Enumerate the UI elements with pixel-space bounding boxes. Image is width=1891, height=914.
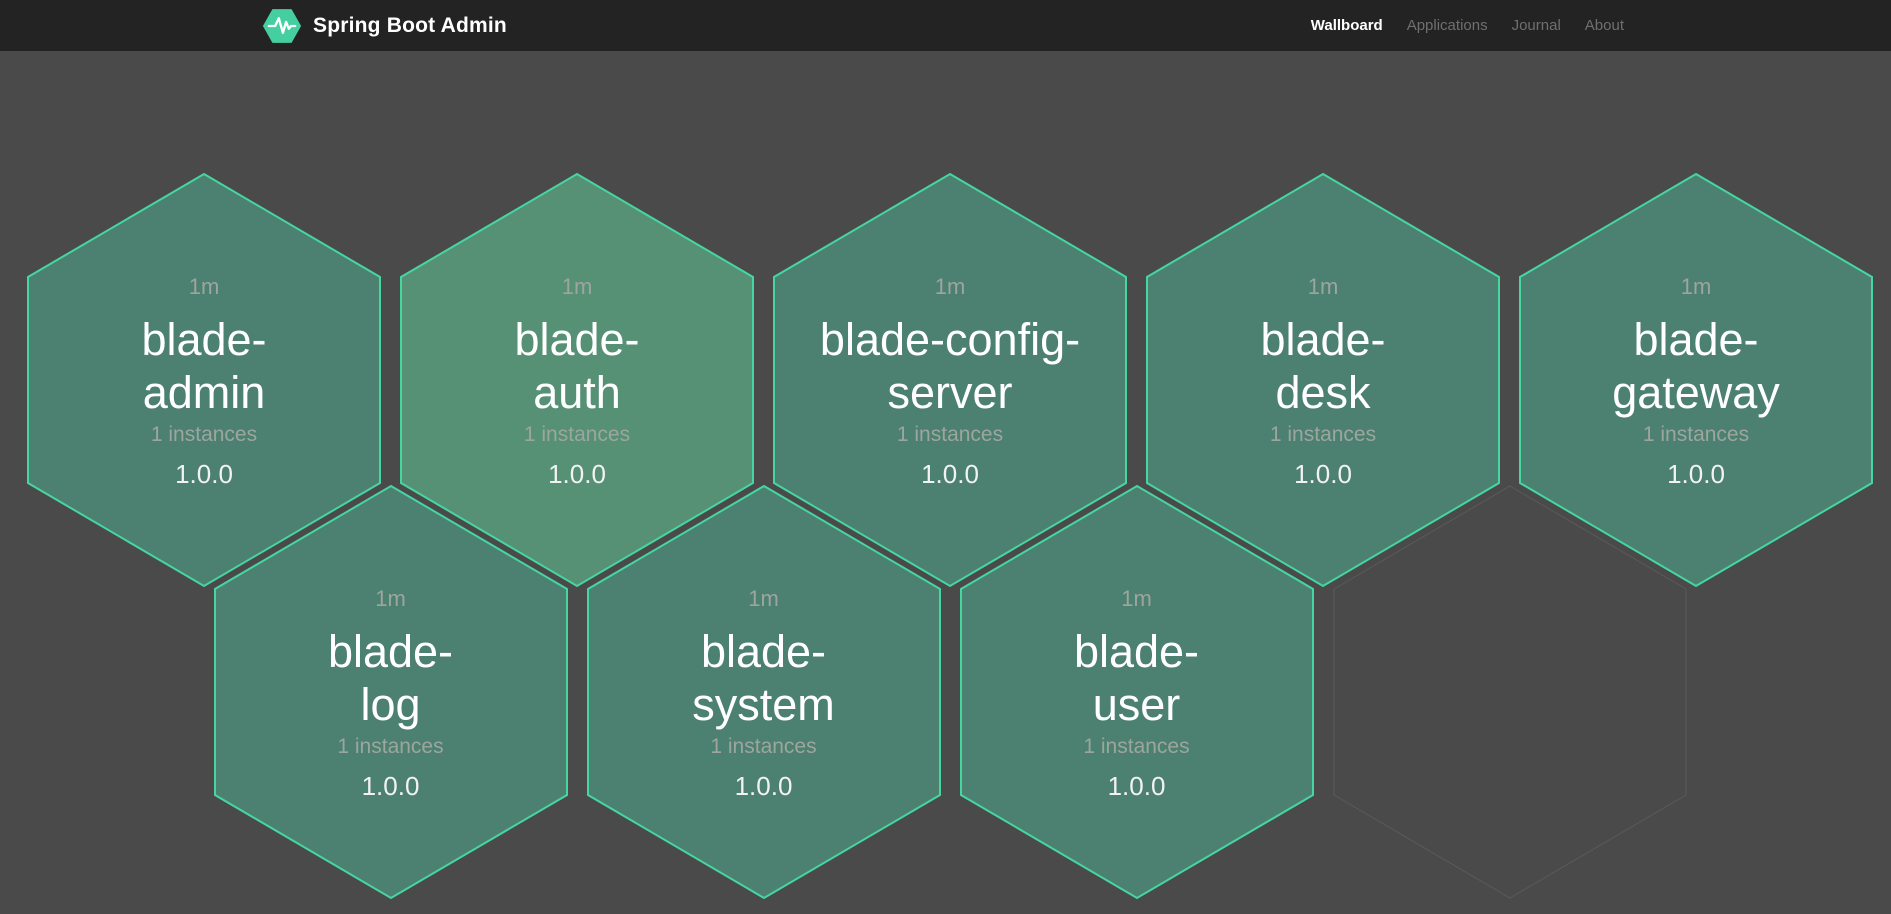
- empty-hexagon-slot: [1332, 484, 1688, 900]
- application-name-line: blade-: [141, 314, 267, 366]
- application-name-line: user: [1092, 679, 1181, 730]
- hexagon-shape: [1333, 485, 1686, 899]
- main-nav: Wallboard Applications Journal About: [1311, 17, 1624, 34]
- version-label: 1.0.0: [734, 770, 793, 801]
- application-name: blade-config-server: [820, 314, 1080, 419]
- application-name-line: blade-: [700, 626, 827, 678]
- application-name-line: blade-config-: [819, 314, 1081, 366]
- version-label: 1.0.0: [1294, 458, 1352, 489]
- hexagon-shape: [213, 484, 568, 900]
- uptime-label: 1m: [748, 586, 779, 612]
- hexagon-shape: [1519, 172, 1873, 588]
- hexagon-shape: [773, 172, 1127, 588]
- instances-label: 1 instances: [1642, 422, 1750, 446]
- application-hexagon-blade-user[interactable]: 1m blade-user 1 instances 1.0.0: [959, 484, 1315, 900]
- hexagon-shape: [1146, 172, 1500, 588]
- application-name-line: auth: [533, 367, 621, 418]
- version-label: 1.0.0: [1107, 770, 1166, 801]
- uptime-label: 1m: [561, 274, 593, 300]
- application-hexagon-blade-log[interactable]: 1m blade-log 1 instances 1.0.0: [213, 484, 569, 900]
- application-name: blade-desk: [1260, 314, 1385, 419]
- application-name: blade-log: [328, 626, 453, 731]
- version-label: 1.0.0: [548, 458, 606, 489]
- version-label: 1.0.0: [361, 770, 420, 801]
- uptime-label: 1m: [1307, 274, 1339, 300]
- instances-label: 1 instances: [710, 734, 817, 758]
- pulse-hexagon-icon: [262, 8, 302, 43]
- nav-item-journal[interactable]: Journal: [1511, 17, 1561, 34]
- uptime-label: 1m: [1121, 586, 1152, 612]
- uptime-label: 1m: [1680, 274, 1712, 300]
- instances-label: 1 instances: [337, 734, 444, 758]
- application-name: blade-system: [692, 626, 835, 731]
- version-label: 1.0.0: [1667, 458, 1725, 489]
- application-name-line: blade-: [1260, 314, 1386, 366]
- application-hexagon-blade-system[interactable]: 1m blade-system 1 instances 1.0.0: [586, 484, 942, 900]
- application-name-line: blade-: [1633, 314, 1759, 366]
- wallboard: 1m blade-admin 1 instances 1.0.0 1m blad…: [0, 51, 1891, 914]
- application-name: blade-gateway: [1612, 314, 1780, 419]
- instances-label: 1 instances: [150, 422, 258, 446]
- nav-item-applications[interactable]: Applications: [1406, 17, 1488, 34]
- app-header: Spring Boot Admin Wallboard Applications J…: [0, 0, 1891, 51]
- application-name-line: blade-: [327, 626, 454, 678]
- application-name-line: admin: [142, 367, 266, 418]
- instances-label: 1 instances: [896, 422, 1004, 446]
- instances-label: 1 instances: [1083, 734, 1190, 758]
- application-hexagon-blade-gateway[interactable]: 1m blade-gateway 1 instances 1.0.0: [1518, 172, 1874, 588]
- instances-label: 1 instances: [523, 422, 631, 446]
- application-name-line: blade-: [1073, 626, 1200, 678]
- application-name-line: blade-: [514, 314, 640, 366]
- uptime-label: 1m: [375, 586, 406, 612]
- uptime-label: 1m: [188, 274, 220, 300]
- nav-item-wallboard[interactable]: Wallboard: [1310, 17, 1383, 34]
- application-name: blade-auth: [514, 314, 639, 419]
- hexagon-shape: [959, 484, 1314, 900]
- application-hexagon-blade-auth[interactable]: 1m blade-auth 1 instances 1.0.0: [399, 172, 755, 588]
- hexagon-shape: [586, 484, 941, 900]
- version-label: 1.0.0: [921, 458, 979, 489]
- uptime-label: 1m: [934, 274, 966, 300]
- application-name-line: desk: [1275, 367, 1371, 418]
- application-name: blade-user: [1074, 626, 1199, 731]
- application-hexagon-blade-admin[interactable]: 1m blade-admin 1 instances 1.0.0: [26, 172, 382, 588]
- application-name-line: system: [692, 679, 835, 730]
- application-name: blade-admin: [141, 314, 266, 419]
- application-name-line: gateway: [1612, 367, 1780, 418]
- brand-title: Spring Boot Admin: [313, 13, 507, 37]
- version-label: 1.0.0: [175, 458, 233, 489]
- application-name-line: server: [887, 367, 1013, 418]
- application-name-line: log: [360, 679, 421, 730]
- hexagon-shape: [27, 172, 381, 588]
- nav-item-about[interactable]: About: [1584, 17, 1624, 34]
- hexagon-shape: [400, 172, 754, 588]
- application-hexagon-blade-desk[interactable]: 1m blade-desk 1 instances 1.0.0: [1145, 172, 1501, 588]
- instances-label: 1 instances: [1269, 422, 1377, 446]
- brand: Spring Boot Admin: [262, 7, 507, 45]
- application-hexagon-blade-config-server[interactable]: 1m blade-config-server 1 instances 1.0.0: [772, 172, 1128, 588]
